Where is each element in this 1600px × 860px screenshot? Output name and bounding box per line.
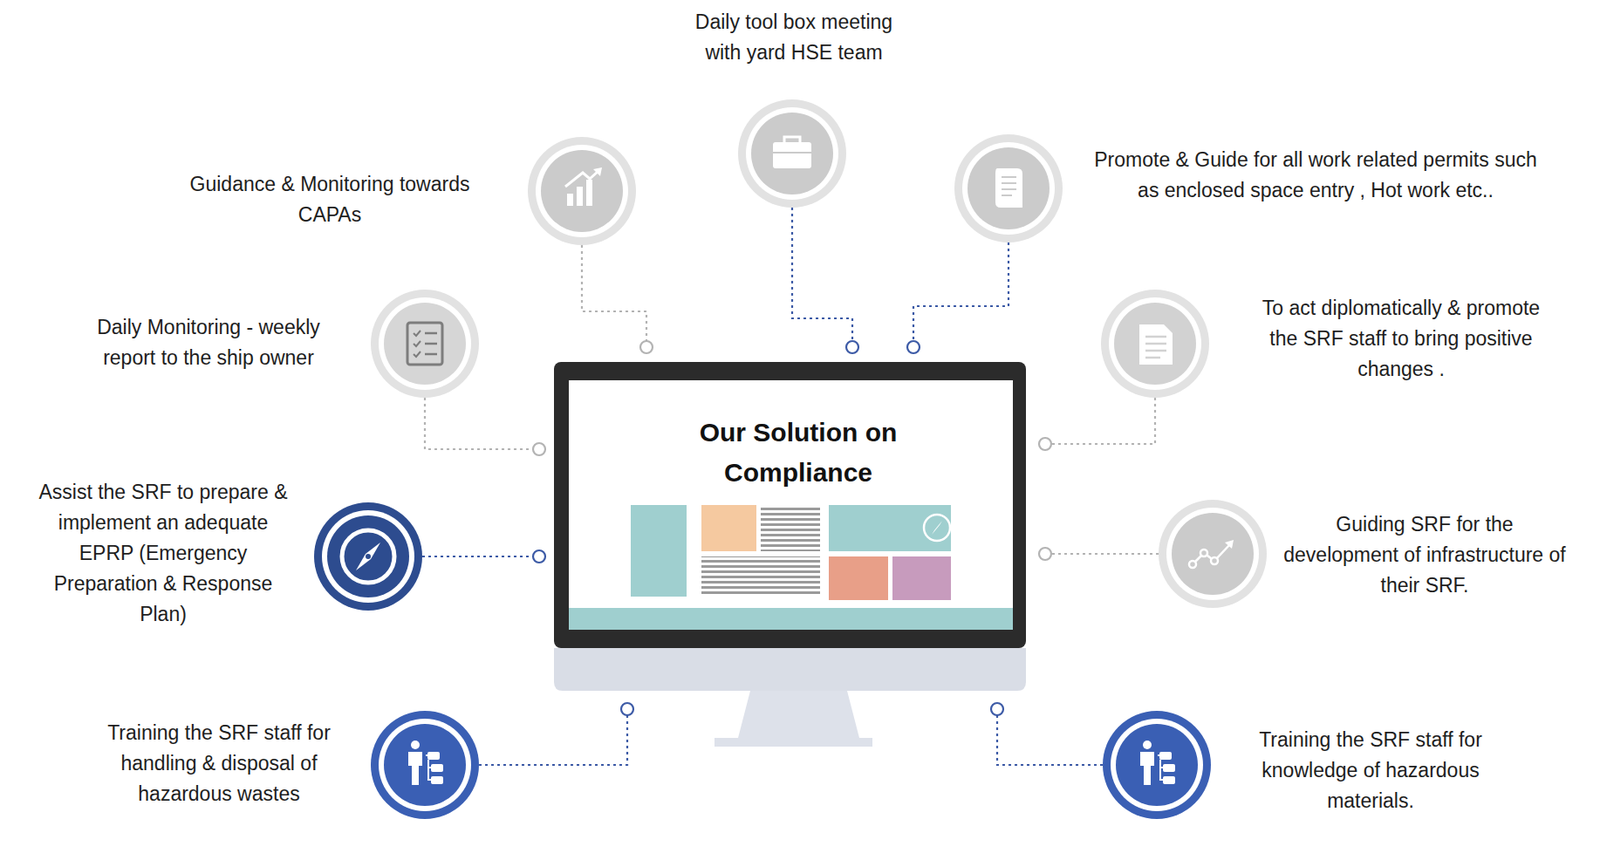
item-text: Daily tool box meeting with yard HSE tea… bbox=[676, 6, 912, 69]
connector-terminal bbox=[533, 550, 546, 563]
item-text: Training the SRF staff for knowledge of … bbox=[1246, 724, 1496, 817]
icon-circles bbox=[314, 99, 1267, 820]
monitor bbox=[553, 362, 1026, 747]
item-text: To act diplomatically & promote the SRF … bbox=[1251, 293, 1553, 385]
dotted-connector bbox=[424, 397, 534, 450]
connector-terminal bbox=[533, 443, 546, 456]
dotted-connector bbox=[1051, 553, 1159, 555]
dotted-connector bbox=[913, 242, 1009, 342]
icon-circle-node: Promote & Guide for all work related per… bbox=[954, 134, 1063, 243]
item-text: Daily Monitoring - weekly report to the … bbox=[77, 312, 340, 374]
icon-circle-node: Training the SRF staff for knowledge of … bbox=[1102, 711, 1211, 820]
icon-circle-node: Guiding SRF for the development of infra… bbox=[1158, 499, 1267, 609]
dotted-connector bbox=[581, 245, 647, 342]
icon-circle-node: Training the SRF staff for handling & di… bbox=[370, 711, 479, 820]
connector-terminal bbox=[640, 341, 653, 354]
dotted-connector bbox=[1051, 397, 1156, 445]
item-text: Guidance & Monitoring towards CAPAs bbox=[172, 169, 487, 231]
icon-circle-node: To act diplomatically & promote the SRF … bbox=[1100, 289, 1210, 398]
icon-circle-node: Guidance & Monitoring towards CAPAs bbox=[527, 136, 636, 246]
dotted-connector bbox=[422, 555, 534, 558]
dotted-connector bbox=[792, 207, 853, 342]
item-text: Guiding SRF for the development of infra… bbox=[1276, 509, 1573, 602]
connector-terminal bbox=[1039, 437, 1052, 451]
monitor-node: Our Solution on Compliance bbox=[553, 362, 1026, 691]
dotted-connector bbox=[997, 715, 1103, 766]
item-text: Promote & Guide for all work related per… bbox=[1084, 144, 1547, 206]
item-text: Assist the SRF to prepare & implement an… bbox=[30, 477, 297, 630]
icon-circle-node: Assist the SRF to prepare & implement an… bbox=[314, 502, 423, 611]
icons bbox=[341, 136, 1234, 786]
item-text: Training the SRF staff for handling & di… bbox=[95, 717, 344, 810]
dotted-connector bbox=[478, 715, 628, 766]
connector-terminal bbox=[991, 703, 1004, 716]
connector-terminal bbox=[846, 341, 859, 354]
icon-circle-node: Daily Monitoring - weekly report to the … bbox=[370, 289, 479, 398]
connector-terminal bbox=[907, 341, 920, 354]
connector-terminal bbox=[621, 703, 634, 716]
connector-terminal bbox=[1039, 547, 1052, 561]
icon-circle-node: Daily tool box meeting with yard HSE tea… bbox=[738, 99, 847, 208]
monitor-title: Our Solution on Compliance bbox=[658, 412, 938, 493]
